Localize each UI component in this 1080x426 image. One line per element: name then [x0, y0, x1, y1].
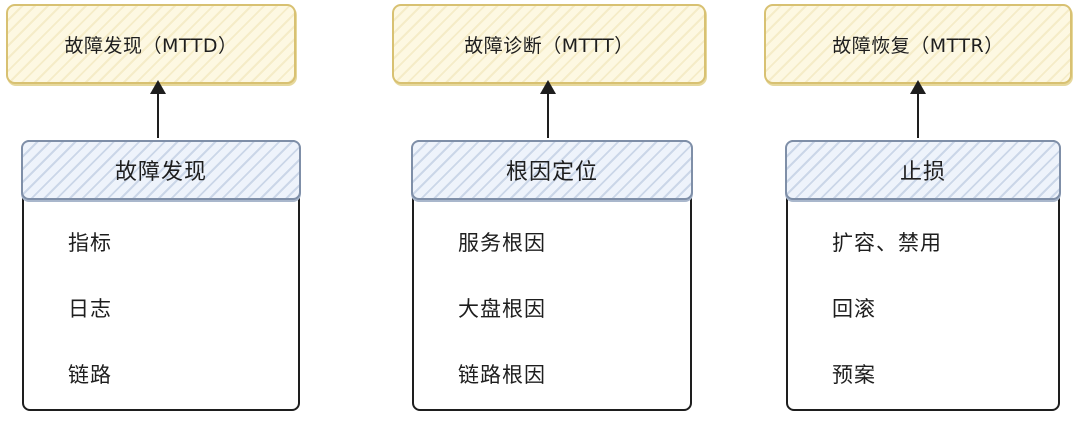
- stage-title: 止损: [899, 160, 946, 185]
- stage-header: 故障发现: [21, 140, 301, 200]
- list-item: 链路: [68, 363, 112, 387]
- stage-title: 根因定位: [505, 160, 598, 185]
- list-item: 指标: [68, 231, 112, 255]
- stage-item-list: 指标 日志 链路: [68, 228, 112, 426]
- metric-box-mttt: 故障诊断（MTTT）: [392, 4, 706, 84]
- list-item: 服务根因: [458, 231, 546, 255]
- metric-box-mttr: 故障恢复（MTTR）: [764, 4, 1072, 84]
- arrow-up-icon: [910, 80, 926, 138]
- metric-box-mttd: 故障发现（MTTD）: [6, 4, 296, 84]
- list-item: 回滚: [832, 297, 876, 321]
- stage-card-root-cause: 根因定位 服务根因 大盘根因 链路根因: [411, 140, 693, 411]
- list-item: 扩容、禁用: [832, 231, 942, 255]
- stage-item-list: 服务根因 大盘根因 链路根因: [458, 228, 546, 426]
- list-item: 预案: [832, 363, 876, 387]
- stage-card-mitigation: 止损 扩容、禁用 回滚 预案: [785, 140, 1061, 411]
- arrow-up-icon: [150, 80, 166, 138]
- arrow-up-icon: [540, 80, 556, 138]
- list-item: 日志: [68, 297, 112, 321]
- stage-header: 根因定位: [411, 140, 693, 200]
- metric-label: 故障恢复（MTTR）: [832, 34, 1004, 57]
- stage-header: 止损: [785, 140, 1061, 200]
- metric-label: 故障诊断（MTTT）: [464, 34, 634, 57]
- stage-title: 故障发现: [114, 160, 207, 185]
- stage-item-list: 扩容、禁用 回滚 预案: [832, 228, 942, 426]
- list-item: 链路根因: [458, 363, 546, 387]
- metric-label: 故障发现（MTTD）: [64, 34, 238, 57]
- list-item: 大盘根因: [458, 297, 546, 321]
- stage-card-detection: 故障发现 指标 日志 链路: [21, 140, 301, 411]
